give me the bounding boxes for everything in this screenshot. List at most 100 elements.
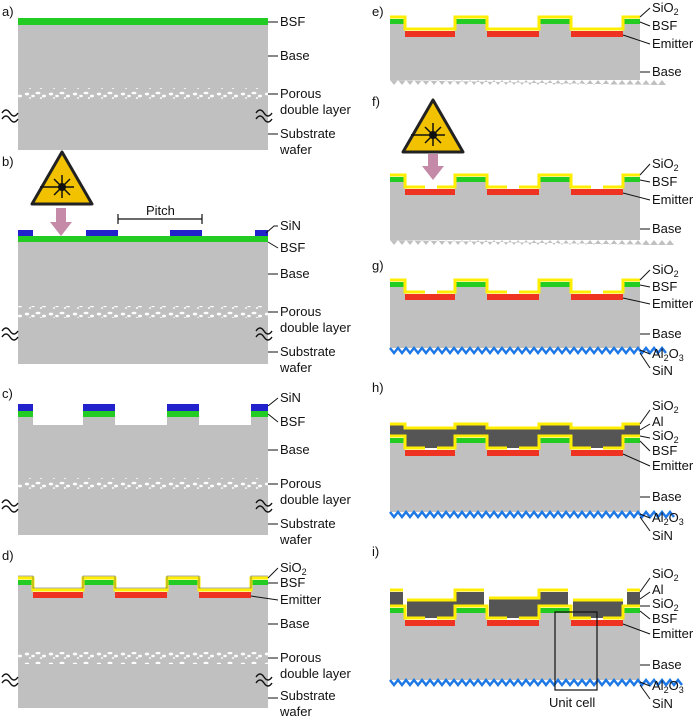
panel-c-letter: c) [2,386,13,401]
panel-i-bsf-island [539,608,571,613]
panel-c-porous-layer [18,478,268,490]
panel-i-aluminium [407,592,484,618]
panel-c-bsf-island [251,411,268,417]
panel-i-letter: i) [372,544,379,559]
panel-i-bsf-island [455,608,487,613]
panel-b-sin-pad [18,230,33,236]
laser-warning-icon [401,98,465,154]
panel-b-base [18,242,268,364]
panel-f-sio2-sub: 2 [674,163,679,173]
panel-e-sio2-label: SiO2 [652,0,679,17]
panel-i-al2o3-sub1: 2 [664,685,669,695]
panel-d: d) SiO2 BSF Emitter Base Porous double l… [1,548,351,719]
panel-i-al-label: Al [652,582,664,597]
panel-h-letter: h) [372,380,384,395]
panel-d-porous-layer [18,652,268,664]
panel-f-sio2-layer [390,173,640,189]
panel-b-break-icon [1,327,19,341]
panel-h-bsf-island [390,438,405,443]
panel-c-bsf-label: BSF [280,414,305,429]
panel-h-al2o3-sub1: 2 [664,517,669,527]
panel-h-bsf-island [455,438,487,443]
panel-a: a) BSF Base Porous double layer Substrat… [1,4,351,157]
panel-i-base-label: Base [652,657,682,672]
panel-b-sin-pad [86,230,118,236]
panel-c-substrate-label: Substrate [280,516,336,531]
panel-c-porous-label-2: double layer [280,492,351,507]
panel-h-sin-label: SiN [652,528,673,543]
panel-h-sio2-top-sub: 2 [674,405,679,415]
panel-e-letter: e) [372,4,384,19]
panel-h-al2o3-b: O [669,510,679,525]
panel-e-sio2-text: SiO [652,0,674,15]
panel-f-bsf-label: BSF [652,174,677,189]
panel-c-sin-pad [251,404,268,411]
panel-h-emitter [405,450,455,456]
panel-d-bsf-island [83,580,115,585]
panel-h-sio2-sub: 2 [674,435,679,445]
panel-i-sio2-text: SiO [652,596,674,611]
panel-g-emitter-label: Emitter [652,296,694,311]
panel-h-base [390,442,640,512]
panel-d-substrate-label: Substrate [280,688,336,703]
panel-d-bsf-label: BSF [280,575,305,590]
panel-f-bsf-island [539,177,571,182]
panel-h-sio2-layer [390,434,640,450]
panel-c-base-label: Base [280,442,310,457]
panel-c-sin-label: SiN [280,390,301,405]
panel-g-bsf-label: BSF [652,279,677,294]
panel-h-emitter [487,450,539,456]
panel-f-bsf-island [455,177,487,182]
panel-f-emitter [487,189,539,195]
panel-i-aluminium [573,600,623,618]
panel-d-substrate-label-2: wafer [279,704,312,719]
panel-g-passivation [389,345,667,356]
panel-b: b) Pitch SiN BSF Base Porous double laye… [1,150,351,375]
panel-g-emitter [405,294,455,300]
panel-c-base [18,417,268,535]
panel-e-base [390,23,640,80]
panel-b-laser-arrow-shaft [56,208,66,224]
panel-d-emitter [115,592,167,598]
panel-e: e) SiO2 BSF Emitter Base [372,0,694,85]
panel-i-base [390,612,640,680]
panel-d-sio2-sub: 2 [302,567,307,577]
panel-c-sin-pad [18,404,33,411]
panel-g-emitter [487,294,539,300]
panel-e-bsf-island [623,19,640,24]
panel-b-pitch-label: Pitch [146,203,175,218]
panel-g-bsf-island [390,282,405,287]
panel-d-break-icon [1,673,19,687]
panel-i-bsf-island [623,608,640,613]
panel-a-substrate-label-2: wafer [279,142,312,157]
panel-g-letter: g) [372,258,384,273]
panel-h: h) SiO2 Al SiO2 BSF Emitter Base Al2O3 S… [372,380,694,543]
panel-a-substrate-label: Substrate [280,126,336,141]
panel-c-sin-pad [167,404,199,411]
panel-c-bsf-island [18,411,33,417]
panel-h-bsf-island [539,438,571,443]
panel-f-sio2-text: SiO [652,156,674,171]
panel-d-letter: d) [2,548,14,563]
panel-b-substrate-label-2: wafer [279,360,312,375]
panel-f-letter: f) [372,94,380,109]
panel-i-bsf-island [390,608,405,613]
panel-f: f) SiO2 BSF Emitter Base [372,94,694,245]
panel-c-break-icon [1,499,19,513]
unit-cell-box [554,611,598,691]
panel-g-base [390,286,640,348]
panel-i-sio2-sub: 2 [674,603,679,613]
panel-e-emitter [487,31,539,37]
panel-g-sio2-label: SiO2 [652,262,679,279]
panel-h-emitter [571,450,623,456]
panel-i-emitter-label: Emitter [652,626,694,641]
panel-i-unit-cell-label: Unit cell [549,695,595,710]
panel-c-porous-label: Porous [280,476,322,491]
panel-a-porous-layer [18,88,268,100]
panel-g: g) SiO2 BSF Emitter Base Al2O3 SiN [372,258,694,378]
panel-h-sio2-label: SiO2 [652,428,679,445]
panel-e-sio2-sub: 2 [674,7,679,17]
panel-g-emitter [571,294,623,300]
panel-h-base-label: Base [652,489,682,504]
panel-d-emitter [33,592,83,598]
